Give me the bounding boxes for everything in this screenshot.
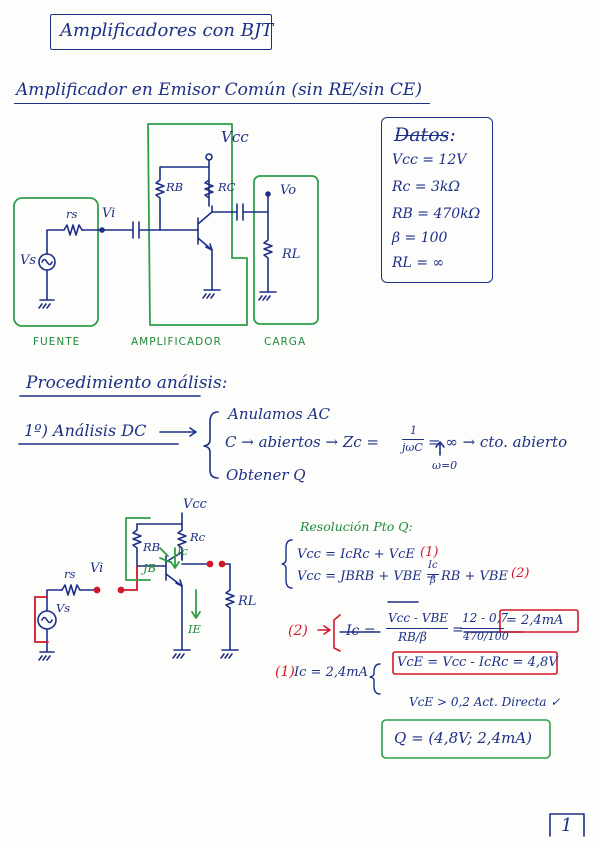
- zc-fraction-denominator: jωC: [402, 441, 423, 454]
- block-label-amplificador: AMPLIFICADOR: [131, 336, 222, 348]
- top-rs-label: rs: [66, 207, 78, 221]
- datos-underline: [396, 135, 448, 136]
- bottom-rs-label: rs: [64, 567, 76, 581]
- datos-beta: β = 100: [392, 230, 448, 246]
- top-vo-label: Vo: [280, 183, 297, 198]
- rl-bottom-icon: [225, 564, 235, 651]
- brace-icon: [203, 411, 219, 479]
- step1-rhs: VcE = Vcc - IcRc = 4,8V: [397, 655, 558, 670]
- bottom-rl-label: RL: [238, 594, 257, 609]
- resolution-eq2-prefix: Vcc = JBRB + VBE =: [297, 569, 437, 584]
- output-capacitor-icon: [211, 203, 269, 221]
- title-box: [50, 14, 272, 50]
- bottom-ic-label: Ic: [177, 544, 188, 558]
- rc-bottom-icon: [177, 523, 187, 561]
- resolution-eq2-suffix: RB + VBE: [441, 569, 508, 584]
- ground-icon: [38, 299, 55, 309]
- bottom-jb-label: JB: [143, 561, 157, 575]
- arrow-icon: [159, 427, 197, 437]
- rc-resistor-icon: [204, 159, 214, 207]
- block-label-fuente: FUENTE: [33, 336, 81, 348]
- step1-item-anulamos: Anulamos AC: [228, 405, 330, 423]
- top-vi-label: Vi: [102, 206, 116, 221]
- bottom-vi-label: Vi: [90, 561, 104, 576]
- carga-block: [253, 175, 319, 325]
- section-underline: [14, 103, 430, 104]
- bottom-vcc-label: Vcc: [183, 497, 207, 512]
- resolution-title: Resolución Pto Q:: [300, 519, 413, 534]
- amplificador-block: [147, 123, 248, 326]
- step2-result: = 2,4mA: [506, 613, 564, 628]
- top-rl-label: RL: [282, 247, 301, 262]
- vi-node-icon: [99, 227, 105, 233]
- rb-resistor-icon: [155, 166, 210, 231]
- datos-rl: RL = ∞: [392, 255, 445, 271]
- step1-item-obtener-q: Obtener Q: [226, 466, 306, 484]
- eq2-frac-bar: [427, 574, 439, 575]
- vcc-node-icon: [205, 153, 213, 161]
- datos-rc: Rc = 3kΩ: [392, 179, 461, 195]
- step2-frac1-num: Vcc - VBE: [388, 611, 449, 625]
- bottom-rb-label: RB: [143, 540, 161, 554]
- resolution-eq2-tag: (2): [511, 566, 530, 581]
- step2-frac2-num: 12 - 0,7: [462, 611, 509, 625]
- step1-tag: (1): [275, 664, 295, 680]
- input-capacitor-icon: [132, 221, 140, 239]
- page-number-box: [549, 813, 585, 837]
- q-box: [381, 719, 551, 759]
- q-point: Q = (4,8V; 2,4mA): [394, 729, 533, 747]
- datos-rb: RB = 470kΩ: [392, 206, 481, 222]
- step1-label: 1º) Análisis DC: [24, 421, 147, 440]
- top-rb-label: RB: [166, 180, 184, 194]
- bottom-rc-label: Rc: [190, 530, 206, 544]
- zc-fraction-bar: [402, 439, 424, 440]
- fuente-block: [13, 197, 99, 327]
- rl-resistor-icon: [263, 211, 273, 293]
- top-vs-label: Vs: [20, 253, 37, 268]
- step2-equals: =: [452, 622, 464, 638]
- rb-bottom-icon: [132, 523, 142, 567]
- step2-frac2-bar: [460, 628, 504, 629]
- rs-resistor-icon: [63, 224, 83, 236]
- section-title: Amplificador en Emisor Común (sin RE/sin…: [16, 80, 422, 100]
- resolution-eq1-tag: (1): [420, 545, 439, 560]
- resolution-eq1: Vcc = IcRc + VcE: [297, 547, 415, 562]
- step1-item-open-circuit: = ∞ → cto. abierto: [428, 433, 568, 451]
- zc-fraction-numerator: 1: [410, 424, 417, 437]
- datos-vcc: Vcc = 12V: [392, 152, 467, 168]
- step2-frac2-den: 470/100: [463, 630, 509, 643]
- step2-frac1-bar: [386, 628, 448, 629]
- top-rc-label: RC: [218, 180, 236, 194]
- page-number: 1: [561, 815, 573, 836]
- eq2-frac-num: Ic: [428, 560, 438, 571]
- step2-lhs: Ic =: [346, 623, 376, 639]
- check-active-region: VcE > 0,2 Act. Directa ✓: [409, 695, 561, 709]
- omega-note: ω=0: [432, 459, 458, 472]
- step2-tag: (2): [288, 623, 308, 639]
- top-vcc-label: Vcc: [221, 128, 249, 146]
- eq2-frac-den: β: [430, 575, 436, 586]
- step2-frac1-den: RB/β: [398, 630, 427, 644]
- block-label-carga: CARGA: [264, 336, 307, 348]
- bottom-vs-label: Vs: [56, 601, 71, 615]
- page-title: Amplificadores con BJT: [60, 20, 274, 41]
- bottom-ie-label: IE: [188, 622, 201, 636]
- procedure-title: Procedimiento análisis:: [26, 373, 228, 393]
- step1-item-capacitors: C → abiertos → Zc =: [225, 433, 379, 451]
- datos-box: [381, 117, 493, 283]
- step1-lhs: Ic = 2,4mA: [294, 665, 368, 680]
